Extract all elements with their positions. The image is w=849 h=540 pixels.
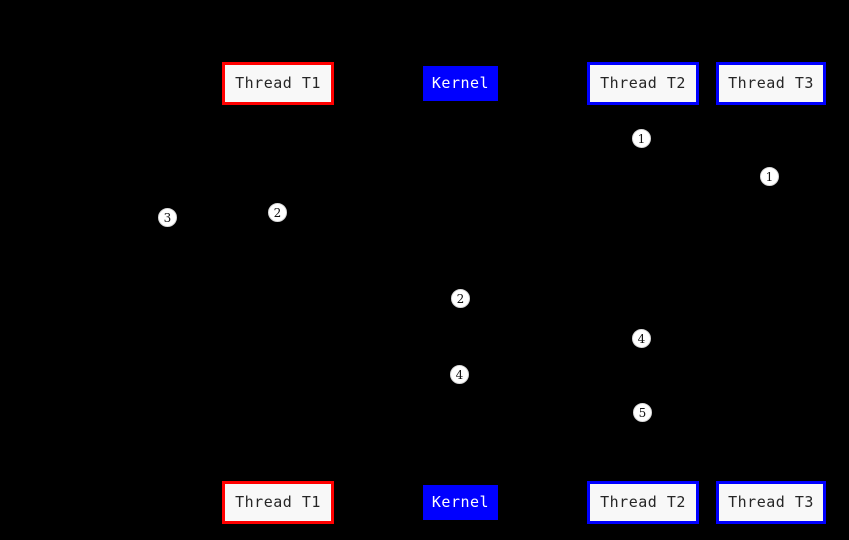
participant-kernel-bottom[interactable]: Kernel [423, 485, 498, 520]
participant-label: Thread T3 [728, 493, 814, 511]
participant-label: Kernel [431, 493, 490, 511]
step-number: 4 [455, 367, 464, 382]
participant-thread-t2-bottom[interactable]: Thread T2 [587, 481, 699, 524]
participant-label: Thread T2 [600, 74, 686, 92]
participant-label: Thread T3 [728, 74, 814, 92]
step-number: 4 [637, 331, 646, 346]
step-number: 1 [765, 169, 774, 184]
participant-thread-t3-bottom[interactable]: Thread T3 [716, 481, 826, 524]
participant-label: Thread T2 [600, 493, 686, 511]
step-number: 2 [456, 291, 465, 306]
step-number: 3 [163, 210, 172, 225]
participant-thread-t3-top[interactable]: Thread T3 [716, 62, 826, 105]
participant-thread-t1-top[interactable]: Thread T1 [222, 62, 334, 105]
lifeline-thread-t1 [278, 105, 279, 481]
step-number: 1 [637, 131, 646, 146]
step-badge: 4 [632, 329, 651, 348]
step-badge: 1 [632, 129, 651, 148]
participant-label: Thread T1 [235, 74, 321, 92]
step-badge: 1 [760, 167, 779, 186]
step-badge: 2 [451, 289, 470, 308]
step-badge: 5 [633, 403, 652, 422]
step-number: 2 [273, 205, 282, 220]
participant-kernel-top[interactable]: Kernel [423, 66, 498, 101]
step-badge: 3 [158, 208, 177, 227]
lifeline-thread-t3 [771, 105, 772, 481]
participant-thread-t1-bottom[interactable]: Thread T1 [222, 481, 334, 524]
step-number: 5 [638, 405, 647, 420]
participant-label: Kernel [431, 74, 490, 92]
participant-label: Thread T1 [235, 493, 321, 511]
participant-thread-t2-top[interactable]: Thread T2 [587, 62, 699, 105]
step-badge: 2 [268, 203, 287, 222]
lifeline-thread-t2 [643, 105, 644, 481]
step-badge: 4 [450, 365, 469, 384]
